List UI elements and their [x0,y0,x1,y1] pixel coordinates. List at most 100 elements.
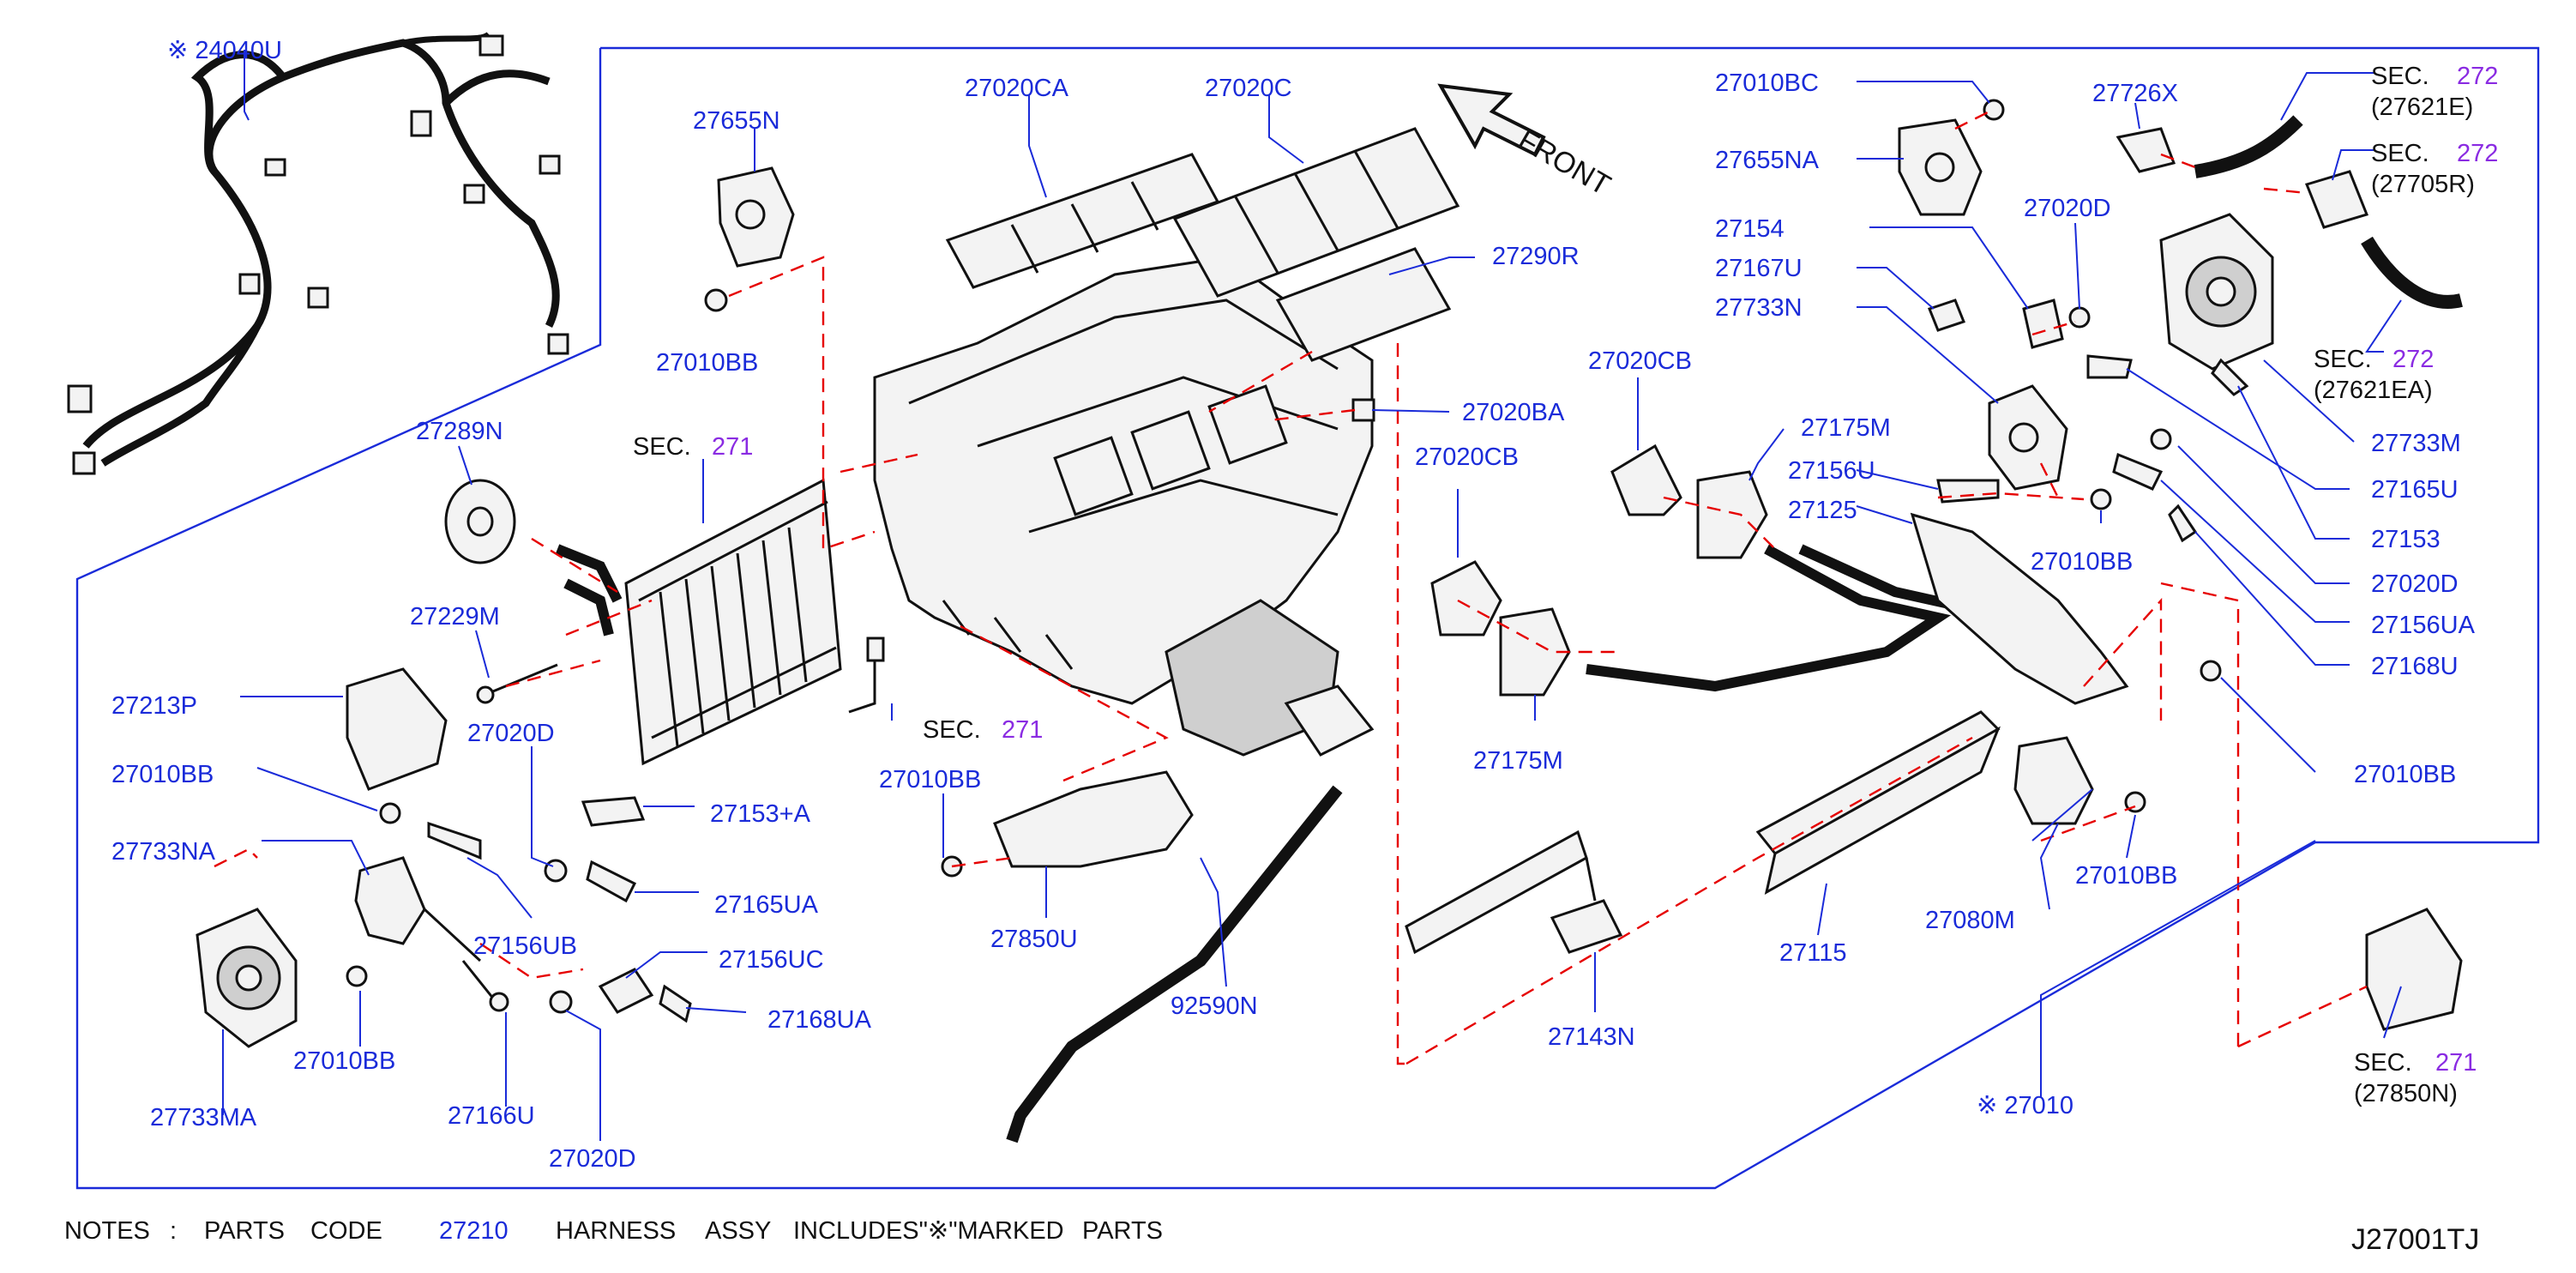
evaporator-core [624,478,842,766]
plate-27175M-b [1499,607,1571,697]
lever-27020D-c [2068,306,2091,329]
duct-27125 [1910,512,2129,705]
label-27153: 27153 [2371,526,2441,553]
label-27733N: 27733N [1715,294,1803,322]
lever-27020D-b [549,990,573,1014]
lever-27153 [2211,358,2249,396]
plate-27175M-a [1696,470,1768,559]
label-27733M: 27733M [2371,430,2461,457]
valve-27726X [2116,127,2176,173]
label-sec272-c-number: 272 [2392,346,2434,373]
label-27156UB: 27156UB [473,932,577,960]
diagram-id: J27001TJ [2351,1223,2479,1256]
seal-27020CB-b [1430,560,1502,636]
hose-sec272-27621EA [2361,236,2463,309]
label-sec271-c-sub: (27850N) [2354,1080,2458,1107]
label-27156UC: 27156UC [719,946,824,974]
label-27020D-d: 27020D [2371,570,2459,598]
label-27165UA: 27165UA [714,891,819,919]
label-27165U: 27165U [2371,476,2459,504]
duct-27850U [993,770,1194,868]
rod-27166U [461,960,509,1012]
actuator-27733NA [354,856,482,962]
lever-27020D-a [544,859,568,883]
screw-27010BB-g [2124,791,2146,813]
label-27020D-c: 27020D [2024,195,2111,222]
label-27726X: 27726X [2092,80,2178,107]
label-27166U: 27166U [448,1102,535,1130]
front-arrow [1437,83,1546,157]
heater-pipes [1586,544,1974,692]
seal-27020CB-a [1610,443,1682,516]
filter-27020C [1172,127,1460,298]
label-27010BB-a: 27010BB [656,349,758,377]
label-27020D-a: 27020D [467,720,555,747]
cover-27213P [346,667,448,791]
label-27168UA: 27168UA [767,1006,872,1034]
label-27010BB-d: 27010BB [879,766,981,793]
seal-27290R [1275,247,1452,362]
label-24040U: ※ 24040U [167,37,282,64]
label-27125: 27125 [1788,497,1857,524]
label-27010: ※ 27010 [1977,1092,2073,1119]
lever-27165U [2086,354,2133,379]
label-sec271-b-prefix: SEC. [923,716,981,744]
label-27080M: 27080M [1925,907,2015,934]
harness-27143N [1405,830,1623,955]
label-92590N: 92590N [1171,992,1258,1020]
screw-27010BB-a [704,288,728,312]
assembly-frame [75,46,2540,1190]
label-sec271-b-number: 271 [1002,716,1043,744]
blower-27733MA [196,908,298,1048]
label-27020CA: 27020CA [965,75,1069,102]
drain-hose-92590N [1006,785,1343,1143]
label-sec272-c-sub: (27621EA) [2314,377,2433,404]
label-27010BB-c: 27010BB [293,1047,395,1075]
label-sec272-a-number: 272 [2457,63,2498,90]
label-sec272-a-sub: (27621E) [2371,94,2473,121]
heater-unit-body [873,256,1375,757]
dashed-guides [214,110,2368,1065]
label-27175M-b: 27175M [1473,747,1563,775]
actuator-27080M [2013,736,2094,825]
screw-27010BB-b [379,802,401,824]
label-27167U: 27167U [1715,255,1803,282]
notes-word-includes: INCLUDES"※"MARKED [793,1217,1064,1245]
label-27010BB-g: 27010BB [2075,862,2177,890]
actuator-27655N [717,166,795,268]
label-sec271-a-prefix: SEC. [633,433,691,461]
leader-lines [222,50,2402,1141]
label-27153A: 27153+A [710,800,811,828]
label-sec272-b-number: 272 [2457,140,2498,167]
label-27850U: 27850U [990,926,1078,953]
lever-27165UA [586,860,637,903]
actuator-27733N [1988,384,2068,491]
label-sec272-b-sub: (27705R) [2371,171,2475,198]
link-27156UA [2112,452,2164,491]
screw-27010BB-c [346,965,368,987]
clip-27020BA [1351,398,1375,422]
label-27733MA: 27733MA [150,1104,257,1131]
grommet-27289N [444,479,516,564]
label-sec271-c-prefix: SEC. [2354,1049,2412,1077]
sensor-harness-sec271 [848,636,885,714]
label-sec272-c-prefix: SEC. [2314,346,2372,373]
link-27153A [581,796,646,827]
label-27290R: 27290R [1492,243,1580,270]
notes-word-parts-end: PARTS [1082,1217,1163,1245]
notes-word-harness: HARNESS [556,1217,676,1245]
label-27010BB-f: 27010BB [2354,761,2456,788]
label-27020D-b: 27020D [549,1145,636,1173]
notes-word-code: CODE [310,1217,382,1245]
link-27156UB [427,821,482,860]
notes-code: 27210 [439,1217,509,1245]
lever-27168UA [659,984,692,1023]
label-27229M: 27229M [410,603,500,630]
label-27143N: 27143N [1548,1023,1635,1051]
label-27655N: 27655N [693,107,780,135]
harness-24040U [67,32,569,475]
label-27213P: 27213P [111,692,197,720]
link-27156U [1936,479,2000,504]
label-27154: 27154 [1715,215,1785,243]
